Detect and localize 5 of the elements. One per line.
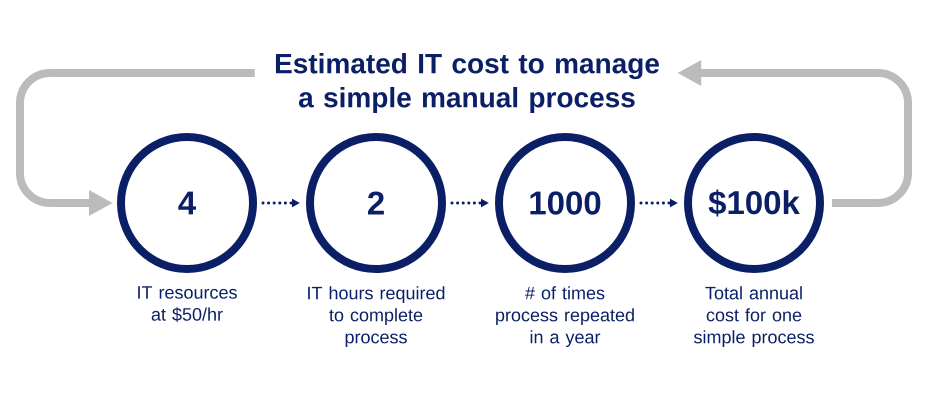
step-caption: IT hours required to complete process — [308, 286, 444, 347]
step-caption: # of times process repeated in a year — [496, 286, 634, 347]
title-text: Estimated IT cost to manage a simple manual process — [276, 52, 659, 114]
step-caption: IT resources at $50/hr — [138, 286, 237, 322]
step-caption: Total annual cost for one simple process — [694, 286, 814, 347]
